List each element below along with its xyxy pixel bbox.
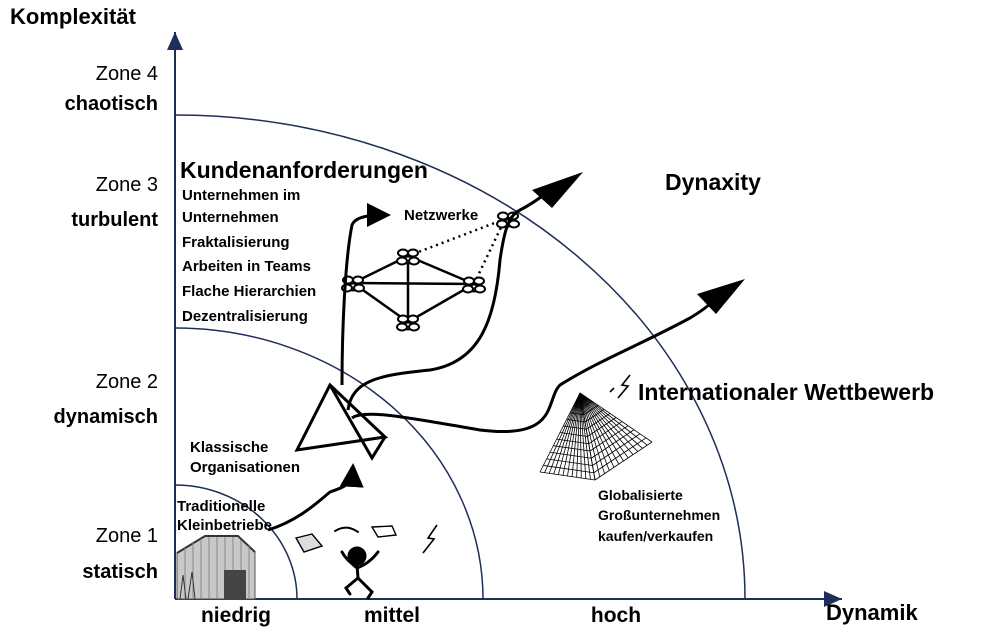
axes <box>167 32 842 607</box>
kundenanforderungen-title: Kundenanforderungen <box>180 157 428 183</box>
global-line-2: Großunternehmen <box>598 507 720 523</box>
node-left <box>341 275 365 293</box>
kunden-item-2: Unternehmen <box>182 209 279 226</box>
classic-pyramid-icon <box>294 382 389 461</box>
path-klassische-to-netzwerke <box>340 203 391 386</box>
zone-3-name: Zone 3 <box>96 174 158 196</box>
traditionelle-kleinbetriebe-label: Traditionelle Kleinbetriebe <box>177 498 272 534</box>
traditionelle-line-1: Traditionelle <box>177 498 265 515</box>
x-axis-title: Dynamik <box>826 600 918 625</box>
internationaler-wettbewerb-label: Internationaler Wettbewerb <box>638 379 934 405</box>
kunden-item-3: Fraktalisierung <box>182 234 290 251</box>
global-line-3: kaufen/verkaufen <box>598 528 713 544</box>
zone-1-name: Zone 1 <box>96 525 158 547</box>
kunden-item-5: Flache Hierarchien <box>182 283 316 300</box>
kunden-item-6: Dezentralisierung <box>182 308 308 325</box>
netzwerke-label: Netzwerke <box>404 207 478 224</box>
zone-2-state: dynamisch <box>54 406 158 428</box>
x-tick-labels: niedrig mittel hoch <box>201 604 641 627</box>
global-line-1: Globalisierte <box>598 487 683 503</box>
node-top <box>396 248 420 266</box>
arrowhead-dynaxity <box>532 172 583 208</box>
klassische-organisationen-label: Klassische Organisationen <box>190 439 300 476</box>
global-pyramid-icon <box>539 392 653 481</box>
klassische-line-1: Klassische <box>190 439 268 456</box>
kundenanforderungen-block: Kundenanforderungen Unternehmen im Unter… <box>180 157 428 325</box>
zone-4-state: chaotisch <box>65 93 158 115</box>
barn-icon <box>176 535 256 600</box>
zone-arc-3 <box>174 114 746 600</box>
node-right <box>462 276 486 294</box>
kunden-item-4: Arbeiten in Teams <box>182 258 311 275</box>
zone-arc-1 <box>174 484 298 600</box>
globalisierte-grossunternehmen-label: Globalisierte Großunternehmen kaufen/ver… <box>598 487 720 544</box>
path-international <box>351 300 714 433</box>
zone-1-state: statisch <box>82 561 158 583</box>
node-bottom <box>396 314 420 332</box>
dynaxity-label: Dynaxity <box>665 169 761 195</box>
development-paths <box>267 186 714 532</box>
lightning-icon <box>422 374 631 554</box>
traditionelle-line-2: Kleinbetriebe <box>177 517 272 534</box>
arrowheads <box>532 172 745 314</box>
network-nodes <box>341 211 520 332</box>
arrowhead-international <box>697 279 745 314</box>
path-dynaxity <box>346 186 556 411</box>
klassische-line-2: Organisationen <box>190 459 300 476</box>
x-tick-mittel: mittel <box>364 604 420 627</box>
network-graph <box>341 211 520 332</box>
zone-arc-2 <box>174 327 484 600</box>
x-tick-hoch: hoch <box>591 604 641 627</box>
zone-labels: Zone 4 chaotisch Zone 3 turbulent Zone 2… <box>54 63 159 583</box>
zone-4-name: Zone 4 <box>96 63 158 85</box>
zone-2-name: Zone 2 <box>96 371 158 393</box>
x-tick-niedrig: niedrig <box>201 604 271 627</box>
path-kleinbetriebe-to-klassische <box>267 463 364 532</box>
zone-boundaries <box>174 114 746 600</box>
kunden-item-1: Unternehmen im <box>182 187 300 204</box>
juggler-figure-icon <box>294 525 398 600</box>
zone-3-state: turbulent <box>71 209 158 231</box>
y-axis-title: Komplexität <box>10 4 137 29</box>
